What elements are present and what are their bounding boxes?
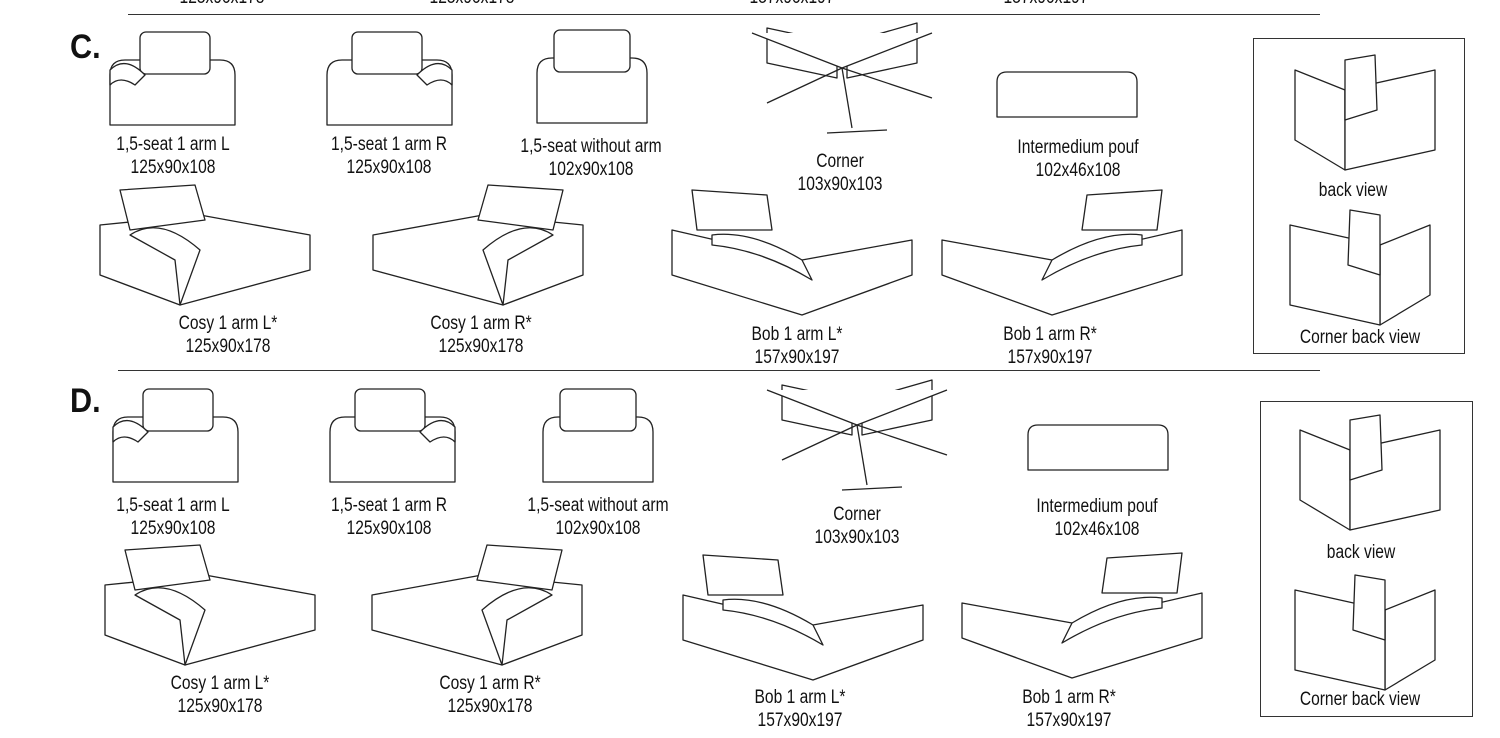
sofa-drawing [961, 552, 1203, 679]
sofa-back-drawing [1294, 54, 1436, 171]
divider-top [128, 14, 1320, 15]
item-label: Bob 1 arm R*157x90x197 [1022, 687, 1116, 731]
sofa-drawing [99, 184, 311, 306]
sofa-drawing [104, 544, 316, 666]
back-view-label: back view [1326, 542, 1396, 563]
sofa-drawing [326, 31, 453, 126]
cut-dims: 157x90x197 [750, 0, 835, 9]
cut-dims: 125x90x178 [430, 0, 515, 9]
section-d-letter: D. [70, 382, 101, 420]
item-label: Bob 1 arm L*157x90x197 [754, 687, 846, 731]
sofa-drawing [542, 388, 654, 483]
cut-dims: 157x90x197 [1004, 0, 1089, 9]
cut-dims: 125x90x178 [180, 0, 265, 9]
corner-back-view-label: Corner back view [1299, 327, 1421, 348]
sofa-drawing [371, 544, 583, 666]
corner-back-drawing [1294, 574, 1436, 691]
sofa-drawing [112, 388, 239, 483]
sofa-drawing [1027, 424, 1169, 471]
item-label: Bob 1 arm R*157x90x197 [1003, 324, 1097, 368]
back-view-box [1260, 401, 1473, 717]
sofa-drawing [536, 29, 648, 124]
item-label: Cosy 1 arm R*125x90x178 [439, 673, 541, 717]
sofa-drawing [329, 388, 456, 483]
sofa-back-drawing [1299, 414, 1441, 531]
item-label: Cosy 1 arm R*125x90x178 [430, 313, 532, 357]
sofa-drawing [941, 189, 1183, 316]
corner-back-drawing [1289, 209, 1431, 326]
sofa-drawing [751, 22, 933, 134]
back-view-box [1253, 38, 1465, 354]
sofa-drawing [109, 31, 236, 126]
back-view-label: back view [1318, 180, 1388, 201]
sofa-drawing [372, 184, 584, 306]
sofa-drawing [766, 379, 948, 491]
corner-back-view-label: Corner back view [1299, 689, 1421, 710]
item-label: Bob 1 arm L*157x90x197 [751, 324, 843, 368]
divider [118, 370, 1320, 371]
section-c-letter: C. [70, 28, 101, 66]
item-label: Cosy 1 arm L*125x90x178 [170, 673, 270, 717]
sofa-drawing [682, 554, 924, 681]
item-label: Cosy 1 arm L*125x90x178 [178, 313, 278, 357]
sofa-drawing [996, 71, 1138, 118]
sofa-drawing [671, 189, 913, 316]
